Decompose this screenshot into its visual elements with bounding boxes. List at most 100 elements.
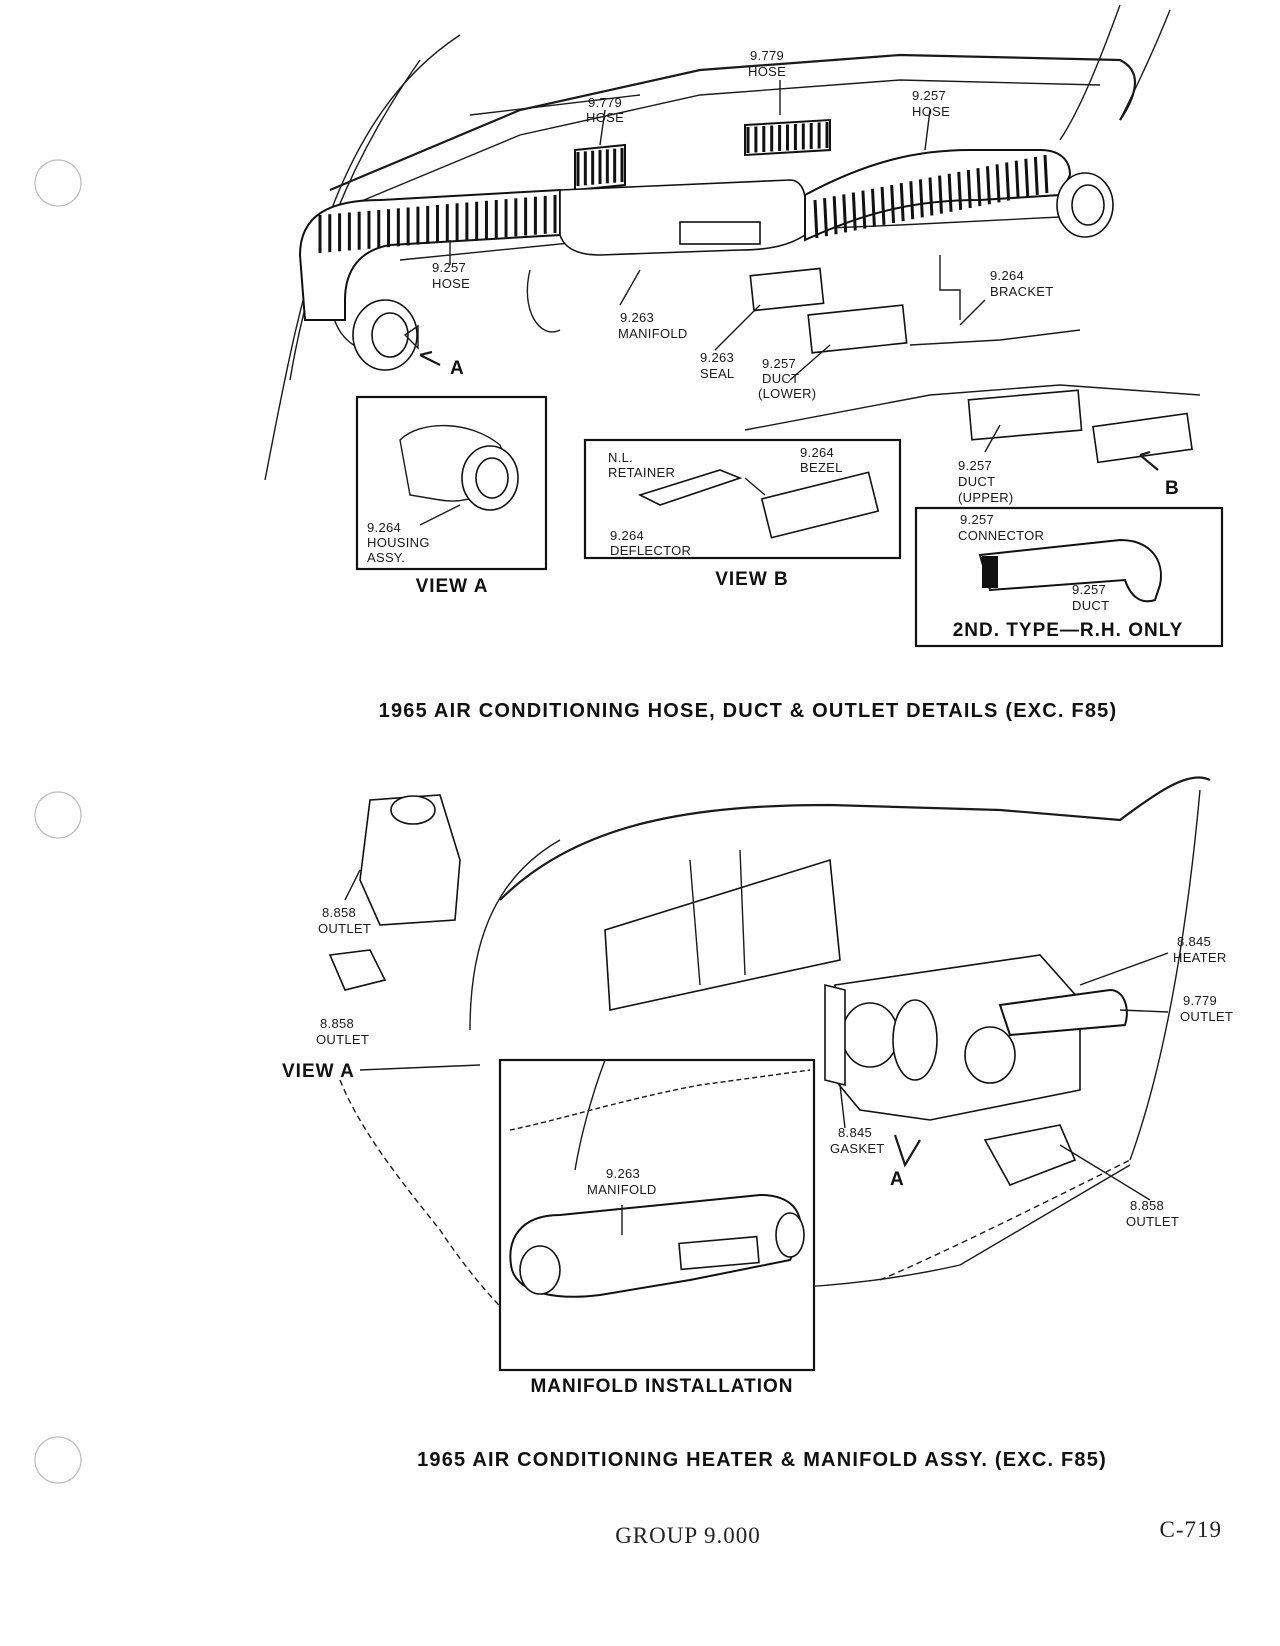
hose-rib	[861, 190, 867, 229]
outlet-8858-lower	[983, 1124, 1077, 1186]
hose-rib	[918, 179, 924, 218]
bracket-rail	[909, 329, 1081, 346]
inset-manifold-num: 9.263	[606, 1166, 640, 1181]
label-outlet-9779-name: OUTLET	[1180, 1009, 1233, 1024]
label-seal-name: SEAL	[700, 366, 734, 381]
hose-rib	[928, 177, 934, 216]
arrow-view-a-bottom	[893, 1134, 921, 1168]
pillar-line-right	[1059, 4, 1121, 141]
callout-a-top: A	[450, 358, 465, 379]
view-b-bezel	[760, 471, 880, 539]
duct-lower-9257	[807, 304, 908, 354]
hose-rib	[976, 168, 982, 207]
inset-title: MANIFOLD INSTALLATION	[530, 1376, 793, 1397]
second-type-connector-num: 9.257	[960, 512, 994, 527]
hose-right-9257	[804, 149, 1072, 242]
label-hose-9257-left-num: 9.257	[432, 260, 466, 275]
hose-rib	[1005, 162, 1011, 201]
hose-rib	[1043, 154, 1049, 194]
firewall-panel	[604, 858, 841, 1011]
blower-cap	[390, 795, 436, 825]
second-type-duct-name: DUCT	[1072, 598, 1109, 613]
label-outlet-8858-top-num: 8.858	[322, 905, 356, 920]
second-type-connector	[982, 556, 998, 588]
bottom-figure-caption: 1965 AIR CONDITIONING HEATER & MANIFOLD …	[417, 1449, 1107, 1471]
label-bracket-name: BRACKET	[990, 284, 1054, 299]
view-b-deflector-num: 9.264	[610, 528, 644, 543]
inset-manifold-grille	[678, 1235, 760, 1271]
heater-outlet-right	[964, 1026, 1016, 1084]
label-outlet-8858-lower-name: OUTLET	[1126, 1214, 1179, 1229]
view-b-title: VIEW B	[715, 569, 789, 590]
dash-top-outline	[499, 776, 1211, 901]
binder-holes	[34, 159, 82, 1484]
hose-upper-9779-left	[574, 143, 626, 192]
manifold-installation-inset: 9.263 MANIFOLD MANIFOLD INSTALLATION	[498, 1058, 816, 1397]
hose-left-9257	[298, 188, 561, 321]
label-manifold-num: 9.263	[620, 310, 654, 325]
right-outlet-vane	[1071, 184, 1105, 226]
hose-rib	[813, 199, 819, 239]
label-view-a-bottom: VIEW A	[282, 1061, 355, 1082]
dash-edge-lower-right	[744, 384, 1201, 431]
hose-rib	[947, 173, 953, 212]
left-outlet-arrow	[403, 324, 419, 350]
heater-outlet-left	[841, 1002, 899, 1068]
view-a-title: VIEW A	[416, 576, 489, 597]
footer-group: GROUP 9.000	[615, 1523, 761, 1548]
footer-page-code: C-719	[1160, 1517, 1223, 1542]
label-duct-upper-name: DUCT	[958, 474, 995, 489]
callout-b-top: B	[1165, 478, 1180, 499]
label-outlet-8858-mid-num: 8.858	[320, 1016, 354, 1031]
label-seal-num: 9.263	[700, 350, 734, 365]
label-hose-9779-left-name: HOSE	[586, 110, 624, 125]
heater-outlet-middle	[892, 999, 938, 1081]
bottom-leader-lines	[344, 869, 1169, 1201]
door-edge-right	[1129, 789, 1201, 1161]
bracket-9264-outline	[939, 255, 961, 320]
label-duct-lower-name: DUCT	[762, 371, 799, 386]
bottom-exploded-view: 8.858 OUTLET 8.858 OUTLET VIEW A 8.845 H…	[282, 776, 1233, 1361]
label-outlet-8858-top-name: OUTLET	[318, 921, 371, 936]
view-a-part-name: HOUSING	[367, 535, 430, 550]
punch-hole-top	[34, 159, 82, 207]
second-type-box: 9.257 CONNECTOR 9.257 DUCT 2ND. TYPE—R.H…	[914, 506, 1224, 648]
hose-rib	[1033, 156, 1039, 195]
view-a-part-num: 9.264	[367, 520, 401, 535]
hose-rib	[957, 171, 963, 210]
view-a-outlet-vane	[475, 457, 509, 499]
hose-rib	[823, 198, 828, 237]
label-outlet-9779-num: 9.779	[1183, 993, 1217, 1008]
hose-rib	[938, 175, 943, 214]
top-figure-caption: 1965 AIR CONDITIONING HOSE, DUCT & OUTLE…	[379, 700, 1118, 722]
seal-9263	[749, 267, 825, 312]
view-b-retainer: RETAINER	[608, 465, 675, 480]
inset-column	[574, 1059, 606, 1171]
blower-housing	[359, 794, 461, 926]
label-hose-9779-name: HOSE	[748, 64, 786, 79]
hose-rib	[899, 183, 905, 222]
duct-upper-9257	[967, 389, 1083, 441]
hose-rib	[909, 181, 915, 220]
dash-top-edge	[329, 53, 1136, 192]
arrow-view-b-marker	[1139, 450, 1159, 471]
second-type-title: 2ND. TYPE—R.H. ONLY	[953, 620, 1184, 641]
top-leader-lines	[449, 80, 1001, 453]
hose-rib	[1014, 160, 1020, 199]
second-type-duct	[978, 538, 1162, 603]
inset-manifold-name: MANIFOLD	[587, 1182, 657, 1197]
hose-rib	[880, 186, 886, 225]
label-hose-9779-num: 9.779	[750, 48, 784, 63]
label-heater-num: 8.845	[1177, 934, 1211, 949]
outlet-b-bezel	[1092, 412, 1193, 464]
label-manifold-name: MANIFOLD	[618, 326, 688, 341]
hose-rib	[851, 192, 857, 231]
firewall-channel	[689, 849, 746, 986]
label-outlet-8858-lower-num: 8.858	[1130, 1198, 1164, 1213]
kick-panel-edge	[879, 1159, 1131, 1281]
callout-a-bottom: A	[890, 1169, 905, 1190]
view-b-nl: N.L.	[608, 450, 633, 465]
view-a-part-name2: ASSY.	[367, 550, 405, 565]
